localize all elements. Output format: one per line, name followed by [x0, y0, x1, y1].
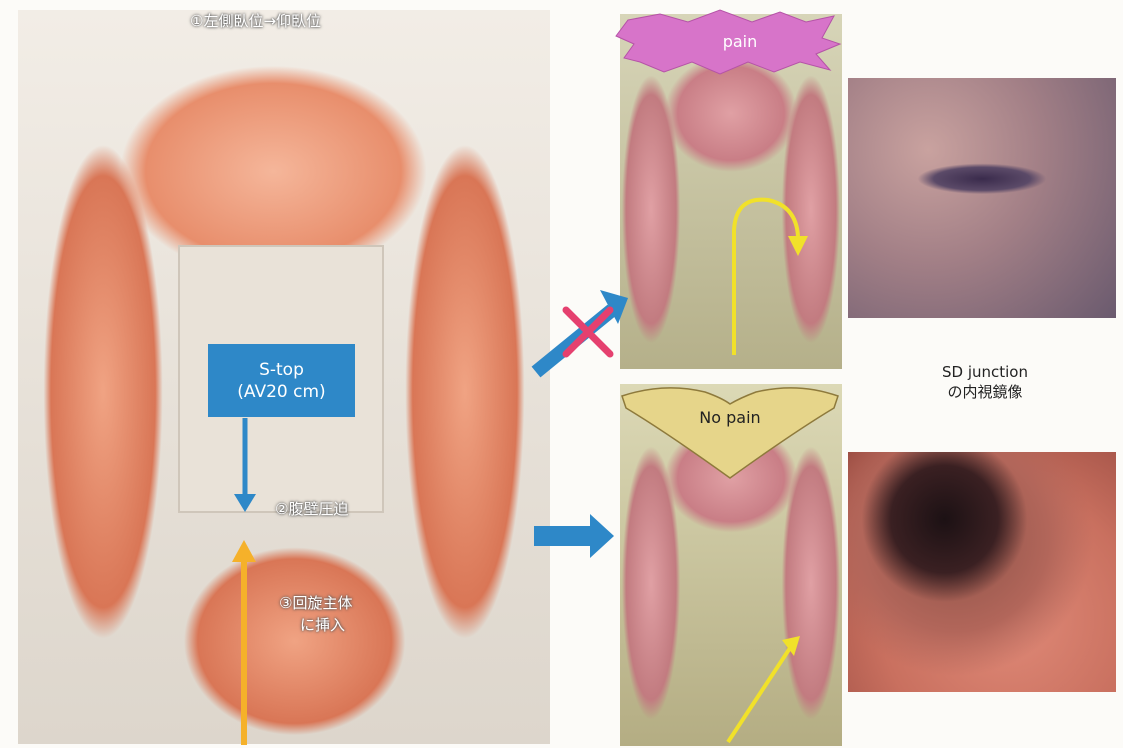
- pain-badge-label: pain: [700, 32, 780, 51]
- blue-right-arrowhead: [590, 514, 614, 558]
- blue-right-arrow: [534, 526, 592, 546]
- blue-down-arrowhead: [234, 494, 256, 512]
- no-pain-badge: [622, 388, 838, 478]
- yellow-diagonal-arrow: [728, 648, 790, 742]
- orange-up-arrowhead: [232, 540, 256, 562]
- no-pain-badge-label: No pain: [680, 408, 780, 427]
- cross-mark-icon: [566, 310, 610, 354]
- yellow-curved-arrow: [734, 200, 798, 355]
- yellow-curved-arrowhead: [788, 236, 808, 256]
